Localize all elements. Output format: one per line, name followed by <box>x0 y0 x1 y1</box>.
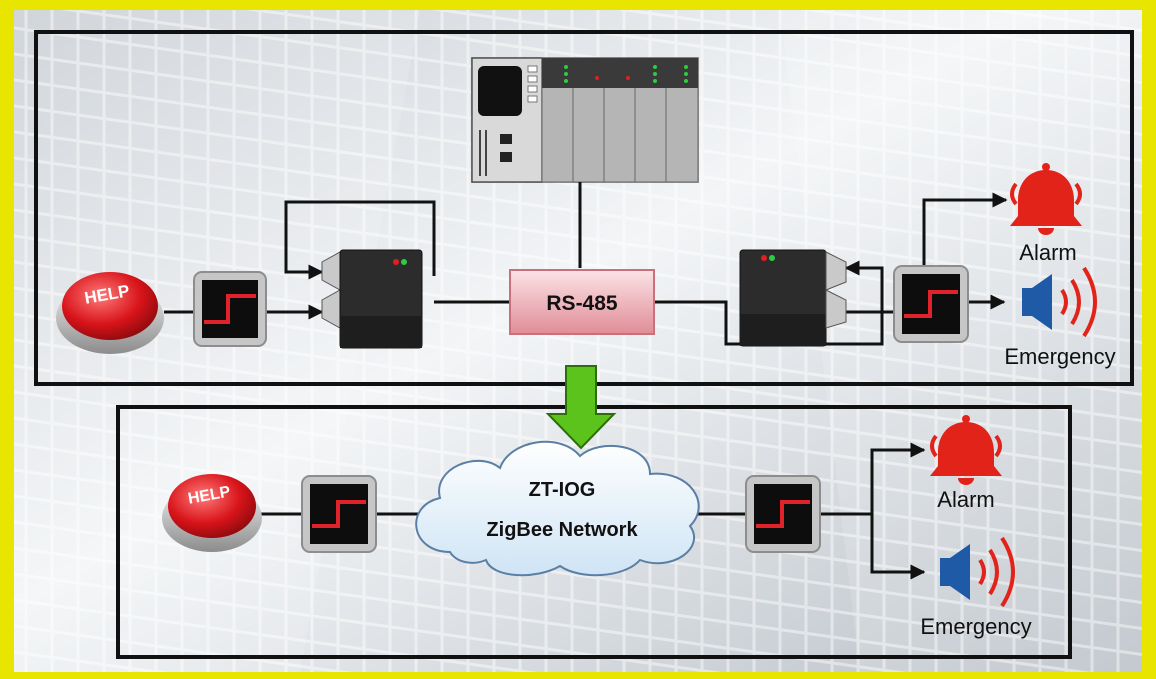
alarm-bell-icon-top <box>1010 163 1082 235</box>
signal-converter-bottom-left <box>301 475 377 553</box>
emergency-label-top: Emergency <box>1004 344 1115 369</box>
plc-controller-icon <box>471 57 699 183</box>
io-module-top-right <box>739 249 847 347</box>
signal-converter-bottom-right <box>745 475 821 553</box>
zigbee-network-cloud <box>415 440 700 577</box>
alarm-bell-icon-bottom <box>930 415 1002 485</box>
help-button-bottom <box>162 474 262 552</box>
cloud-subtitle: ZigBee Network <box>486 519 638 541</box>
rs485-label: RS-485 <box>546 292 618 315</box>
io-module-top-left <box>321 249 423 349</box>
alarm-label-top: Alarm <box>1019 240 1076 265</box>
cloud-title: ZT-IOG <box>529 479 596 501</box>
bottom-wiring <box>260 442 926 580</box>
alarm-label-bottom: Alarm <box>937 487 994 512</box>
signal-converter-top-right <box>893 265 969 343</box>
signal-converter-top-left <box>193 271 267 347</box>
emergency-label-bottom: Emergency <box>920 614 1031 639</box>
help-button-top <box>56 272 164 354</box>
flow-down-arrow <box>545 365 617 450</box>
emergency-speaker-icon-bottom <box>940 536 1015 608</box>
rs485-bus-box <box>509 269 655 335</box>
emergency-speaker-icon-top <box>1022 266 1097 338</box>
